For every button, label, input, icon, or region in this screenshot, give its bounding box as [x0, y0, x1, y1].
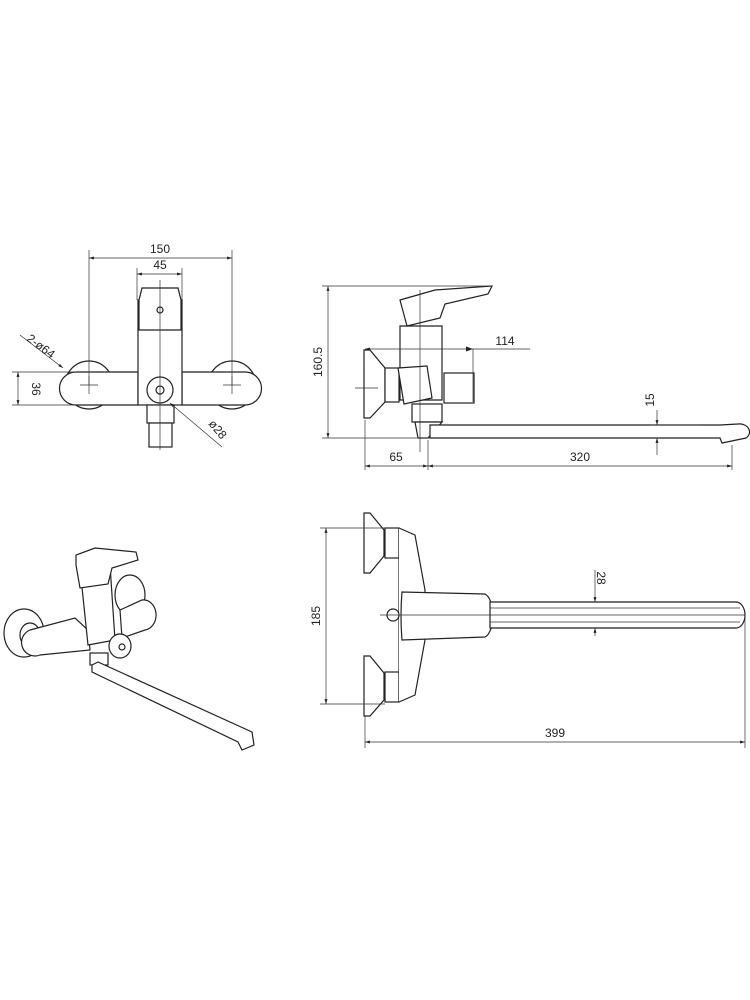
dim-45: 45 [153, 258, 167, 272]
dim-399: 399 [545, 726, 565, 740]
side-view: 160.5 114 15 65 320 [311, 285, 750, 470]
perspective-view [3, 547, 255, 751]
left-arm [20, 617, 91, 657]
dim-150: 150 [150, 242, 170, 256]
upper-flange [363, 512, 385, 574]
dim-15: 15 [643, 393, 657, 407]
diverter [443, 372, 475, 404]
top-view: 185 28 399 [309, 512, 746, 748]
diverter-knob [108, 633, 132, 659]
dim-114: 114 [495, 334, 514, 348]
spout [429, 423, 750, 444]
dim-d28: ø28 [206, 417, 230, 442]
dim-160-5: 160.5 [311, 347, 325, 377]
lower-flange [363, 655, 385, 717]
dim-28: 28 [594, 571, 608, 585]
dim-65: 65 [389, 450, 403, 464]
lever-handle [399, 285, 494, 327]
dim-36: 36 [29, 382, 43, 396]
dim-185: 185 [309, 606, 323, 626]
left-arm [58, 371, 139, 406]
lever-handle [400, 591, 494, 641]
lever-handle [75, 547, 139, 589]
hex-nut [384, 367, 400, 403]
spout [91, 661, 255, 751]
wall-flange [363, 349, 386, 419]
dim-2-d64: 2-ø64 [24, 331, 58, 361]
right-arm [181, 371, 263, 406]
front-view: 150 45 36 2-ø64 ø28 [12, 242, 263, 450]
dim-320: 320 [570, 450, 590, 464]
